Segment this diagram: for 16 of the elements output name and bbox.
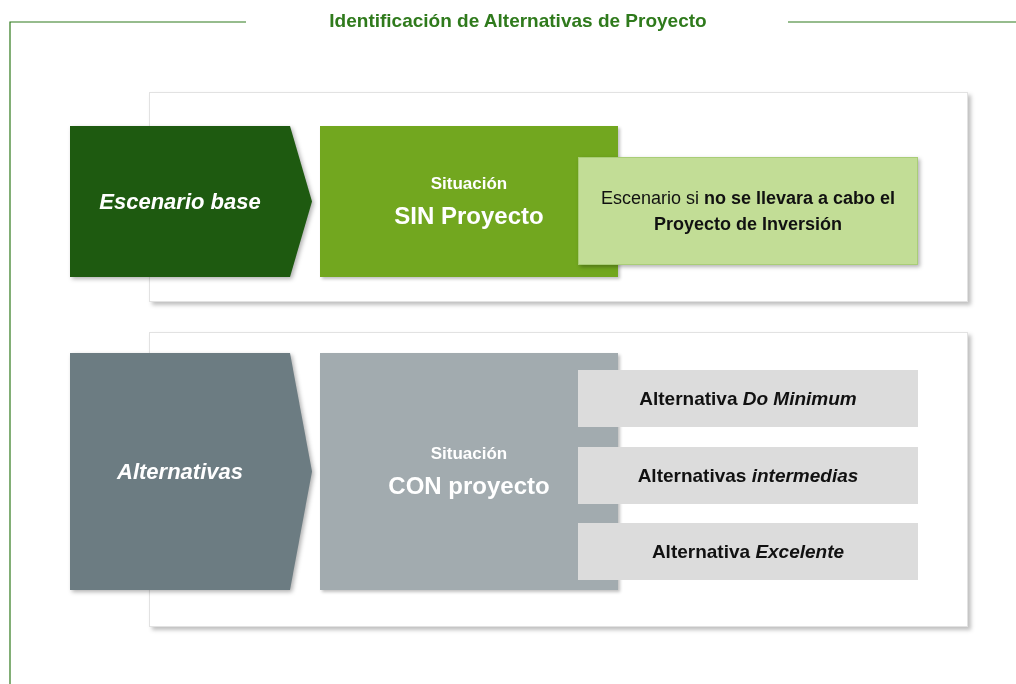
alternative-label: Alternativa Excelente — [651, 540, 845, 563]
alternative-box — [578, 523, 918, 580]
diagram-title: Identificación de Alternativas de Proyecto — [328, 10, 708, 32]
alternative-label: Alternativas intermedias — [637, 464, 859, 487]
alternative-label: Alternativa Do Minimum — [639, 387, 857, 410]
chevron-label: Escenario base — [99, 188, 261, 215]
alternative-box — [578, 447, 918, 504]
situation-box — [320, 353, 618, 590]
description-text: Escenario si no se llevara a cabo el Proyecto de Inversión — [599, 186, 897, 236]
alternative-box — [578, 370, 918, 427]
situation-label: Situación — [430, 443, 508, 464]
chevron-label: Alternativas — [117, 458, 243, 485]
situation-title: SIN Proyecto — [394, 201, 544, 230]
situation-label: Situación — [430, 173, 508, 194]
situation-title: CON proyecto — [388, 471, 550, 500]
description-box — [578, 157, 918, 265]
